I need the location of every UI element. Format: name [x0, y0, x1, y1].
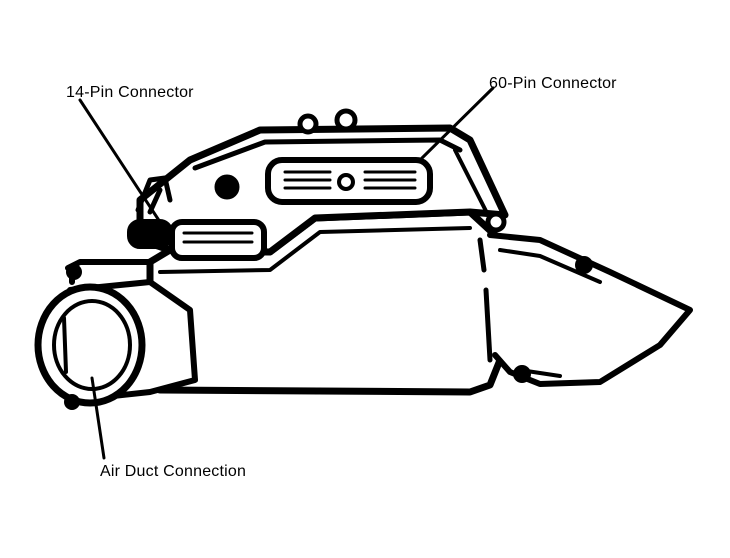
mount-hole: [214, 174, 240, 200]
housing-panel-line: [158, 226, 472, 274]
label-air-duct-connection: Air Duct Connection: [100, 463, 247, 480]
connector-60-screw: [337, 173, 355, 191]
mount-tab-right: [334, 108, 358, 132]
connector-60-pins: [283, 170, 417, 190]
top-section-edge: [453, 148, 490, 217]
left-bracket-bolt: [66, 264, 82, 280]
end-cap-bolt-bottom: [513, 365, 531, 383]
leader-14-pin: [78, 98, 162, 224]
housing-side-line: [477, 237, 493, 363]
leader-60-pin: [418, 86, 495, 162]
mount-tab-left: [297, 113, 319, 135]
label-14-pin-connector: 14-Pin Connector: [66, 84, 194, 101]
air-duct-foot: [64, 394, 80, 410]
air-duct-inner-ring: [52, 299, 132, 391]
end-cap-bolt-side: [485, 211, 507, 233]
air-duct-inner-shade: [62, 316, 68, 374]
top-section-ridge: [192, 137, 463, 171]
connector-14-pins: [182, 231, 254, 244]
end-cap: [487, 232, 693, 387]
end-cap-bolt-top: [575, 256, 593, 274]
leader-air-duct: [90, 376, 106, 460]
connector-14-latch: [127, 219, 173, 249]
label-60-pin-connector: 60-Pin Connector: [489, 75, 617, 92]
connector-14-pin: [169, 219, 267, 261]
